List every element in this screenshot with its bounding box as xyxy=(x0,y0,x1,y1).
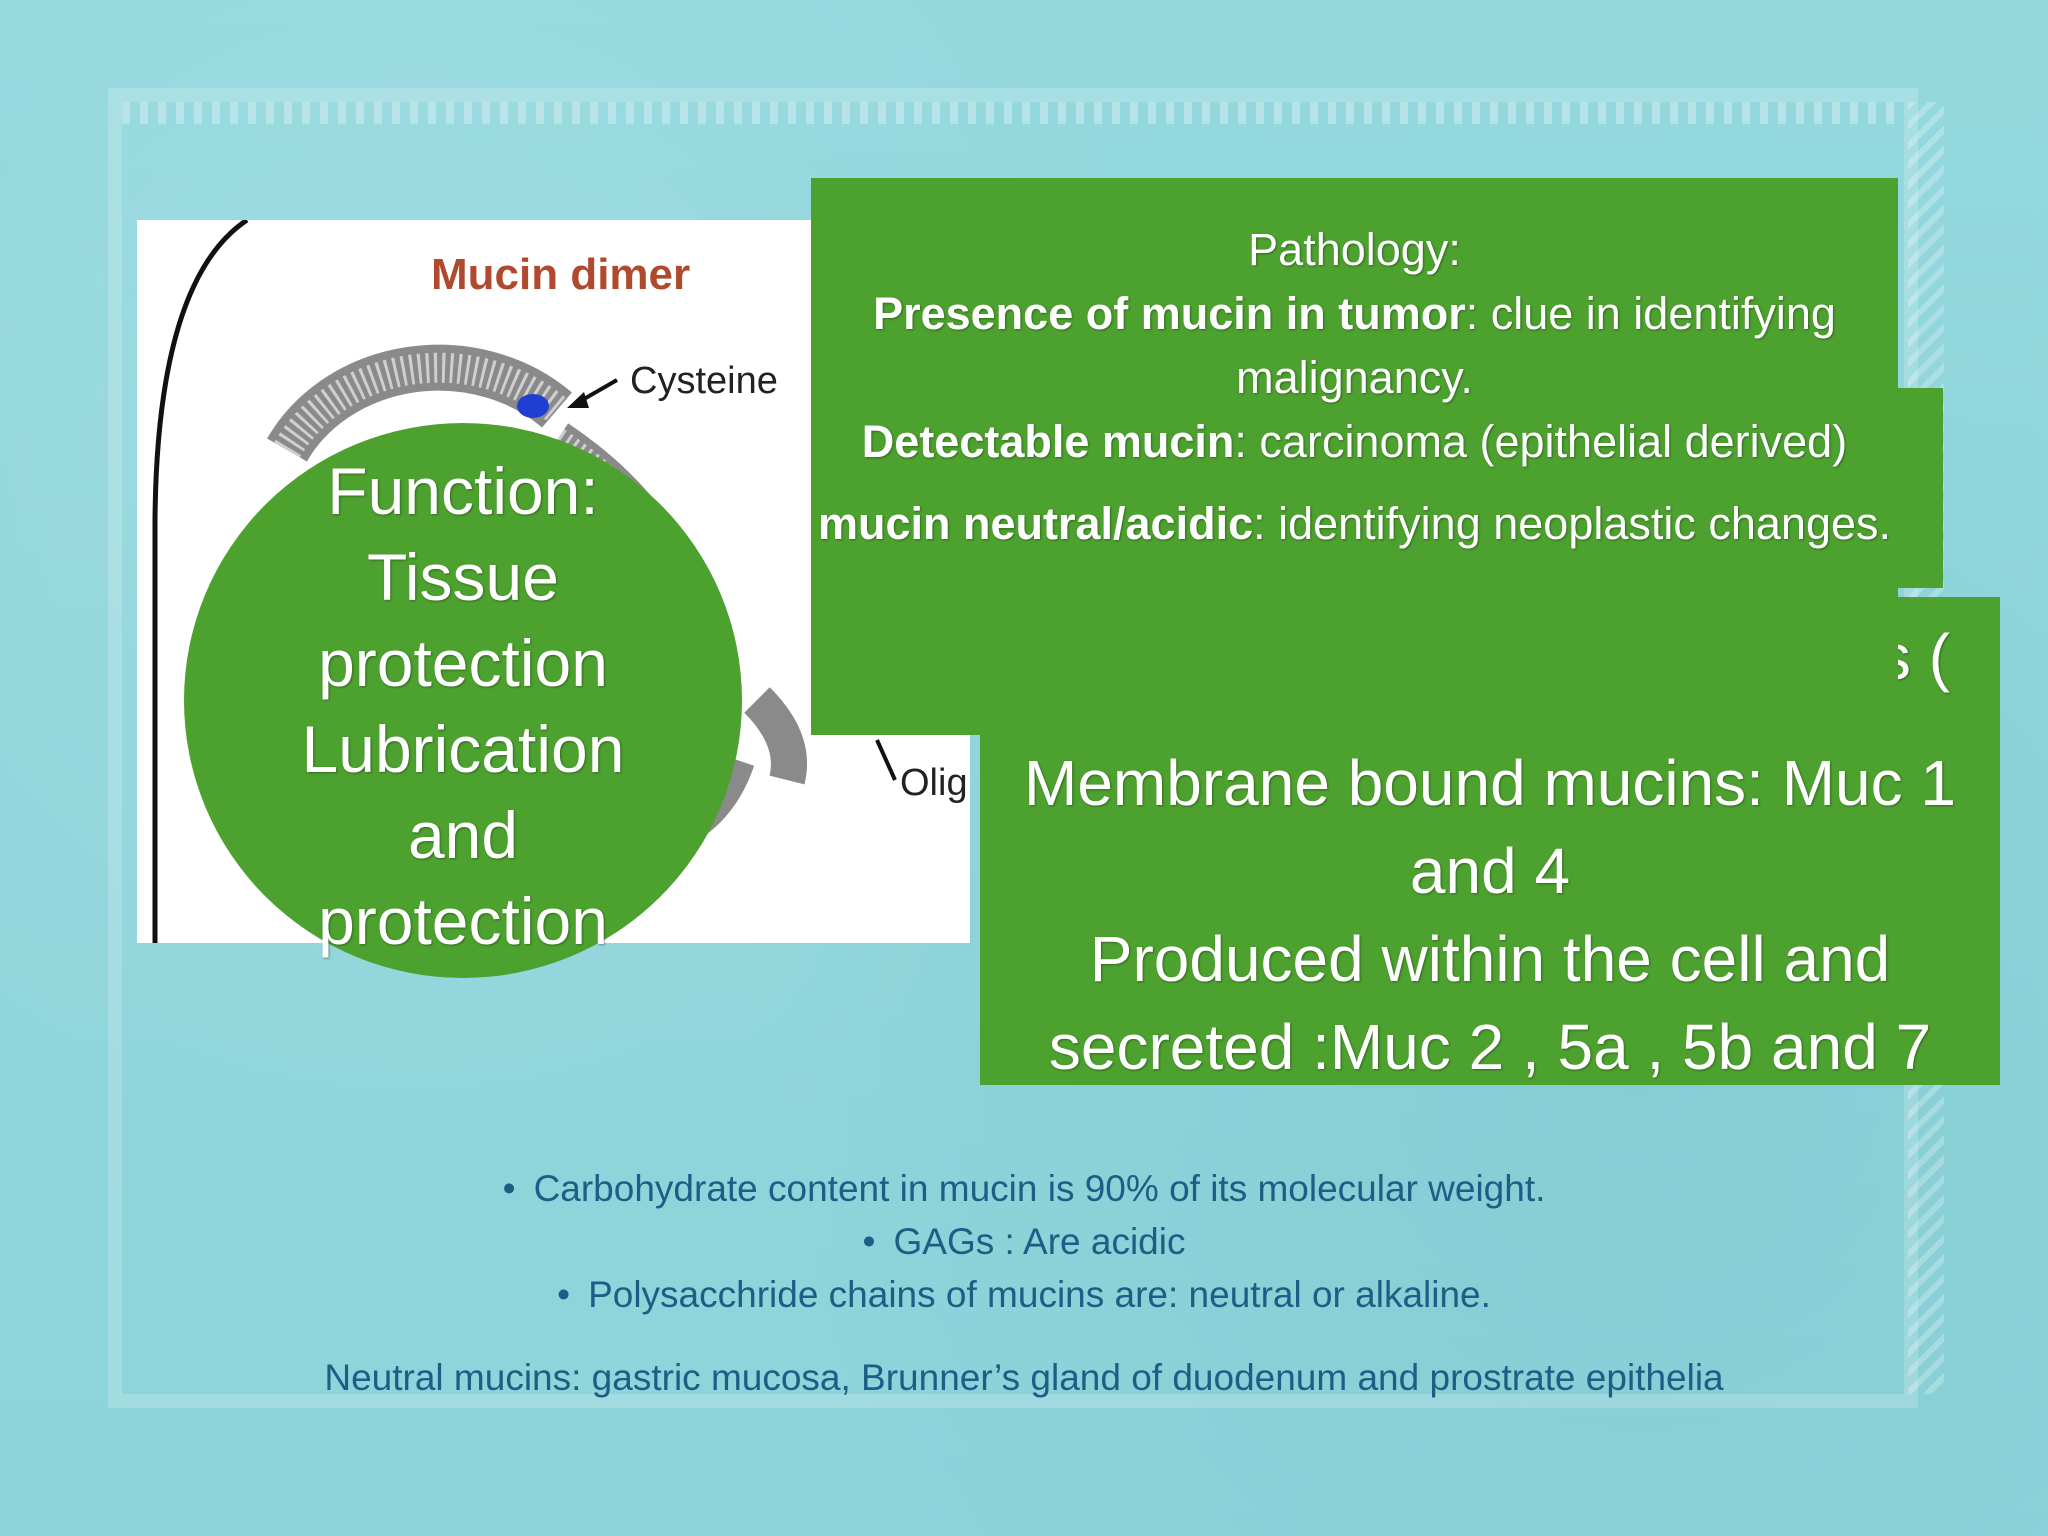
function-line-1: Function: xyxy=(327,454,599,528)
pathology-item-2-rest: : carcinoma (epithelial derived) xyxy=(1234,416,1848,467)
function-line-5: and xyxy=(407,798,519,872)
olig-label: Olig xyxy=(900,762,968,804)
pathology-heading: Pathology: xyxy=(1248,224,1461,275)
function-circle: Function: Tissue protection Lubrication … xyxy=(184,423,742,978)
bullet-item: Carbohydrate content in mucin is 90% of … xyxy=(0,1162,2048,1215)
function-line-3: protection xyxy=(318,626,608,700)
pathology-item-3: mucin neutral/acidic: identifying neopla… xyxy=(811,492,1898,556)
pathology-item-1-rest: : clue in identifying malignancy. xyxy=(1236,288,1836,403)
bullet-list: Carbohydrate content in mucin is 90% of … xyxy=(0,1162,2048,1321)
pathology-item-2-bold: Detectable mucin xyxy=(861,416,1235,467)
bullet-item: Polysacchride chains of mucins are: neut… xyxy=(0,1268,2048,1321)
pathology-item-1-bold: Presence of mucin in tumor xyxy=(873,288,1466,339)
function-line-2: Tissue xyxy=(367,540,559,614)
figure-title: Mucin dimer xyxy=(431,250,691,299)
pathology-spacer xyxy=(811,474,1898,492)
pathology-item-1: Presence of mucin in tumor: clue in iden… xyxy=(811,282,1898,410)
cysteine-label: Cysteine xyxy=(630,360,778,402)
membrane-bound-text: Membrane bound mucins: Muc 1 and 4 xyxy=(1024,747,1956,907)
pathology-item-3-rest: : identifying neoplastic changes. xyxy=(1253,498,1892,549)
function-line-6: protection xyxy=(318,884,608,958)
bullet-item: GAGs : Are acidic xyxy=(0,1215,2048,1268)
pathology-item-2: Detectable mucin: carcinoma (epithelial … xyxy=(811,410,1898,474)
function-line-4: Lubrication xyxy=(301,712,625,786)
pathology-item-3-bold: mucin neutral/acidic xyxy=(817,498,1254,549)
secreted-mucins-text: Produced within the cell and secreted :M… xyxy=(1048,923,1932,1083)
pathology-box: Pathology: Presence of mucin in tumor: c… xyxy=(811,178,1898,735)
neutral-mucins-text: Neutral mucins: gastric mucosa, Brunner’… xyxy=(324,1357,1724,1398)
